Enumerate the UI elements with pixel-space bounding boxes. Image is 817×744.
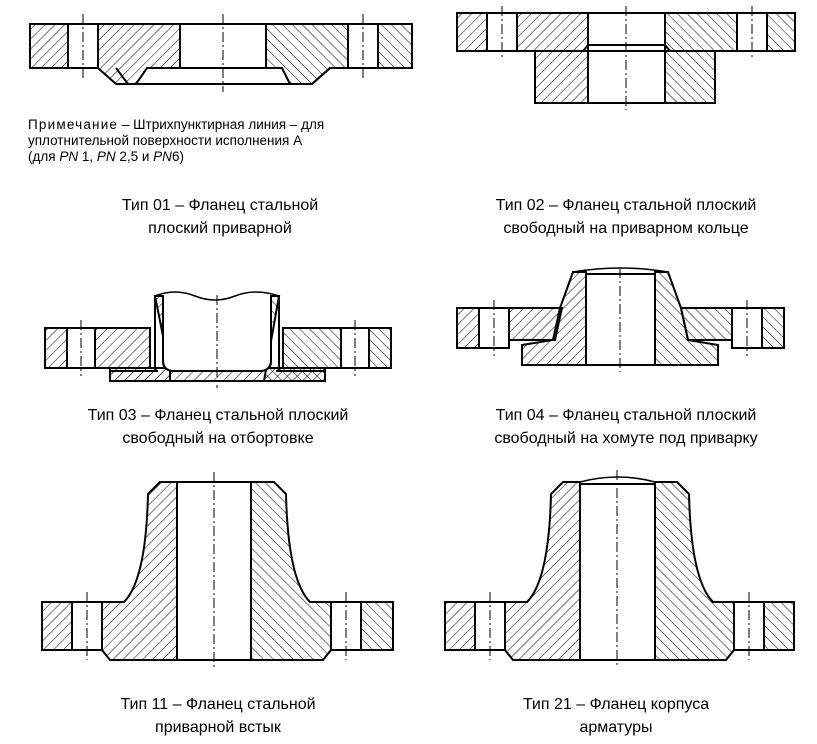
note-text-line1: – Штрихпунктирная линия – для xyxy=(118,117,325,132)
note-label: Примечание xyxy=(28,117,119,132)
note-text: Примечание – Штрихпунктирная линия – для… xyxy=(28,117,448,165)
note-text-line3: (для PN 1, PN 2,5 и PN6) xyxy=(28,149,184,164)
note-text-line2: уплотнительной поверхности исполнения А xyxy=(28,133,303,148)
flange-type-11-drawing xyxy=(41,472,394,668)
flange-type-01-drawing xyxy=(29,14,413,92)
flange-type-02-drawing xyxy=(456,6,796,110)
flange-type-03-drawing xyxy=(44,291,392,388)
flange-type-21-drawing xyxy=(444,470,795,668)
flange-type-04-drawing xyxy=(456,267,785,372)
